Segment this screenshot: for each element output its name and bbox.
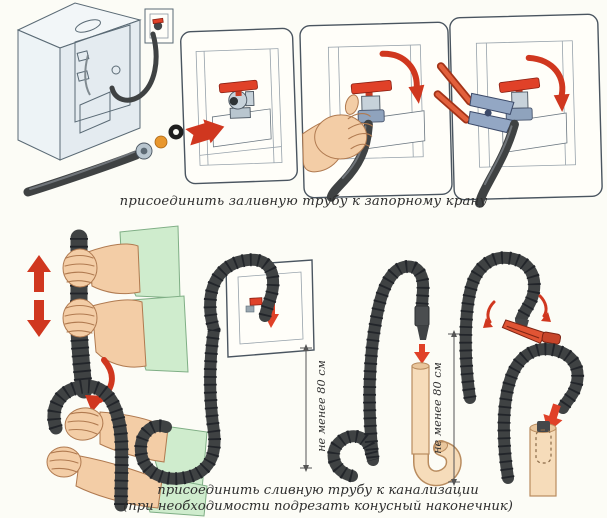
panel-shutoff-valve — [180, 27, 298, 185]
hidden-tip-outline — [535, 429, 552, 464]
valve-handle — [498, 77, 541, 93]
caption-fill-hose: присоединить заливную трубу к запорному … — [119, 194, 488, 209]
shutoff-valve — [218, 79, 258, 119]
inlet-hose-top — [109, 31, 159, 103]
fill-hose-parts — [23, 124, 184, 197]
caption-drain-hose-line1: присоединить сливную трубу к канализации — [157, 483, 479, 498]
filter-cone — [154, 135, 168, 149]
panel-hand-attach — [299, 21, 453, 202]
valve-handle — [218, 79, 258, 94]
arrow-up-icon — [27, 255, 51, 292]
hand — [302, 94, 373, 173]
drain-hose — [327, 260, 430, 482]
sewer-pipe — [529, 421, 557, 497]
fist-bottom — [46, 446, 82, 478]
arrow-down-icon — [27, 300, 51, 337]
wall-outlet-box — [144, 8, 174, 44]
turn-arrow-icon — [379, 50, 420, 94]
drain-hose-hook — [47, 379, 129, 512]
min-height-label-wall-drain: не менее 80 см — [315, 360, 328, 452]
twist-arrow-right-icon — [538, 294, 548, 318]
pliers-icon — [433, 62, 515, 134]
min-height-label-standpipe: не менее 80 см — [431, 362, 444, 454]
dimension-line-wall-drain — [300, 344, 312, 472]
dimension-line-standpipe — [448, 330, 460, 486]
valve-with-hose-nut — [498, 77, 541, 121]
standpipe-figure — [327, 260, 462, 487]
insert-tip-figure — [497, 342, 585, 497]
twist-arrow-left-icon — [486, 300, 496, 324]
valve-handle — [350, 80, 393, 95]
power-cord — [84, 54, 91, 96]
knife-icon — [501, 319, 562, 345]
panel-pliers-tighten — [433, 13, 603, 208]
hose-tip — [414, 305, 430, 327]
cut-tip-figure — [459, 251, 562, 404]
fist-top — [62, 248, 98, 288]
washing-machine-figure — [16, 2, 174, 161]
fist-top — [64, 407, 104, 441]
arrow-into-pipe-icon — [414, 344, 430, 364]
drain-hose-hook — [459, 251, 541, 404]
valve-with-hose-nut — [350, 80, 393, 123]
fill-hose — [475, 119, 519, 208]
standpipe-with-trap — [411, 362, 462, 487]
caption-drain-hose-line2: (при необходимости подрезать конусный на… — [123, 499, 513, 514]
fist-bottom — [62, 298, 98, 338]
turn-arrow-icon — [525, 54, 566, 103]
wall-drain-figure — [134, 253, 315, 486]
arrow-to-valve-icon — [185, 119, 225, 146]
